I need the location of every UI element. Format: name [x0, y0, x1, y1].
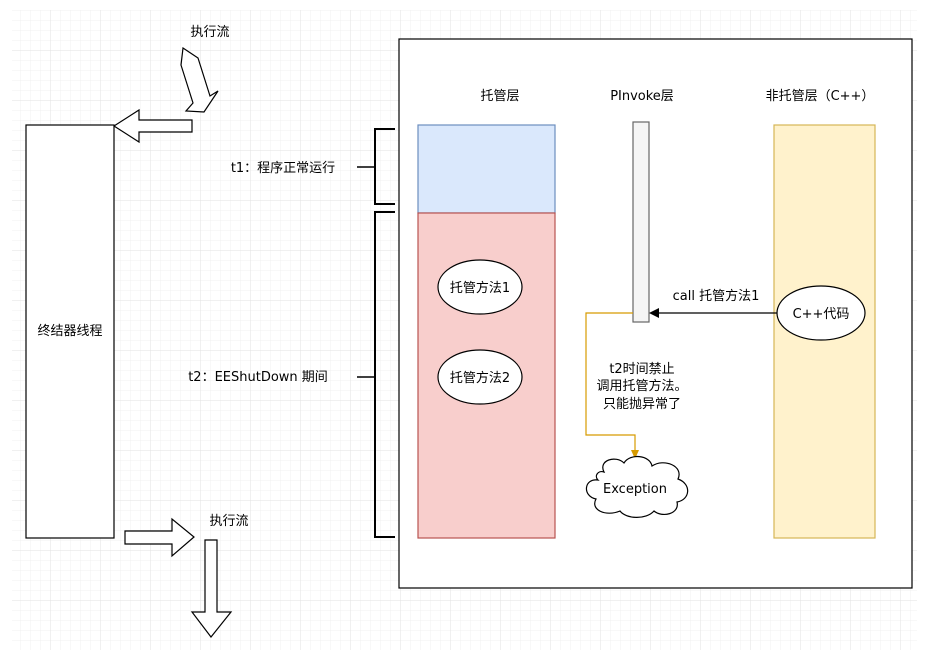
- unmanaged-layer-title: 非托管层（C++）: [766, 89, 875, 104]
- flow-enter-arrow: [112, 108, 193, 144]
- flow-down-arrow: [190, 539, 233, 638]
- managed-layer-normal: [417, 124, 556, 214]
- note-line-1: t2时间禁止: [609, 362, 674, 377]
- cpp-code-label: C++代码: [793, 307, 850, 322]
- flow-bottom-label: 执行流: [209, 514, 248, 529]
- finalizer-thread-label: 终结器线程: [37, 323, 102, 339]
- call-label: call 托管方法1: [673, 288, 760, 304]
- pinvoke-layer-title: PInvoke层: [610, 89, 674, 104]
- managed-method-2-label: 托管方法2: [450, 370, 510, 386]
- t2-label: t2：EEShutDown 期间: [188, 370, 328, 385]
- flow-top-label: 执行流: [190, 25, 229, 40]
- finalizer-thread-box: [25, 124, 115, 539]
- pinvoke-layer-bar: [632, 121, 650, 323]
- t1-bracket: [374, 128, 395, 205]
- exception-label: Exception: [603, 482, 667, 497]
- exception-path: [585, 312, 636, 452]
- t2-bracket: [374, 211, 395, 538]
- t1-label: t1：程序正常运行: [231, 161, 335, 176]
- managed-method-1: [437, 259, 523, 315]
- managed-method-1-label: 托管方法1: [450, 280, 510, 296]
- note-line-3: 只能抛异常了: [603, 397, 681, 412]
- flow-top-arrow: [180, 46, 219, 113]
- call-arrowhead: [649, 308, 659, 318]
- managed-layer-title: 托管层: [480, 89, 519, 104]
- exception-arrowhead: [631, 450, 639, 459]
- managed-method-2: [437, 349, 523, 405]
- note-line-2: 调用托管方法。: [596, 378, 687, 394]
- flow-exit-arrow: [124, 517, 195, 558]
- exception-cloud: [585, 456, 689, 518]
